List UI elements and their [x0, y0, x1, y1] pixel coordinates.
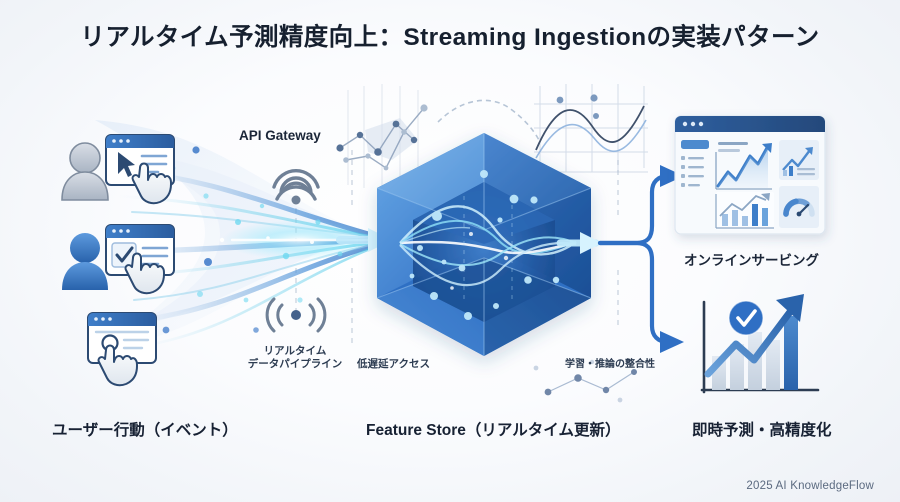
label-api-gateway: API Gateway: [239, 128, 321, 143]
verified-check-badge-icon: [728, 300, 764, 336]
wifi-icon: [275, 181, 317, 201]
dashed-guides: [295, 150, 619, 345]
label-online-serving: オンラインサービング: [684, 253, 819, 268]
browser-window-cursor-icon: [105, 134, 175, 186]
user-avatar-icon: [61, 142, 109, 201]
wifi-icon-arcs: [272, 169, 320, 205]
user-avatar-icon-active: [62, 233, 108, 290]
dashed-arc-decoration: [437, 99, 541, 143]
hand-pointer-icon: [131, 162, 172, 205]
browser-window-tap-icon: [87, 312, 157, 387]
page-title: リアルタイム予測精度向上：Streaming Ingestionの実装パターン: [80, 24, 820, 51]
label-realtime-pipeline: リアルタイム データパイプライン: [243, 345, 347, 371]
arrow-right-icon: [336, 228, 392, 252]
footer-credit: 2025 AI KnowledgeFlow: [746, 480, 874, 492]
browser-window-check-icon: [105, 224, 175, 276]
gauge-icon: [779, 186, 819, 228]
network-graph-decoration: [336, 84, 428, 190]
hand-pointer-icon-2: [124, 252, 165, 295]
label-training-serving-consistency: 学習・推論の整合性: [565, 359, 655, 370]
label-low-latency-access: 低遅延アクセス: [357, 358, 430, 370]
label-pipeline-line2: データパイプライン: [247, 358, 343, 371]
label-feature-store: Feature Store（リアルタイム更新）: [366, 422, 621, 439]
line-chart-decoration: [534, 84, 648, 173]
label-user-events: ユーザー行動（イベント）: [52, 422, 238, 439]
label-realtime-prediction: 即時予測・高精度化: [692, 422, 832, 439]
cube-internal-flow: [399, 170, 577, 320]
cube-output-arrow-icon: [556, 232, 602, 254]
label-pipeline-line1: リアルタイム: [263, 345, 327, 357]
data-stream-flow: [109, 146, 378, 350]
broadcast-signal-icon: [265, 297, 327, 333]
